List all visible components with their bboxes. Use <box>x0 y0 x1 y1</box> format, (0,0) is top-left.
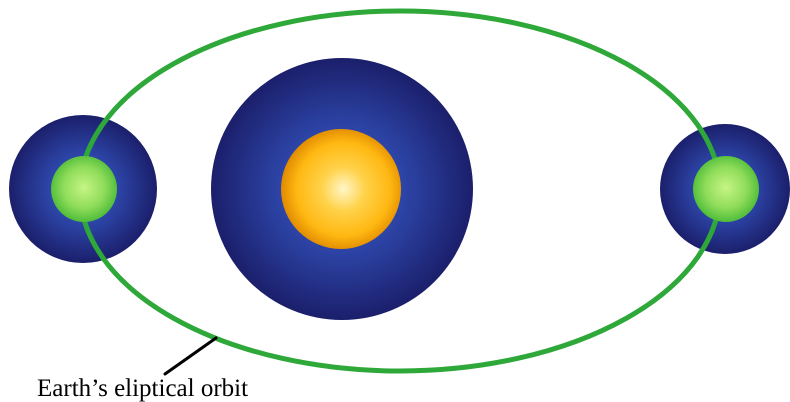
earth-left <box>51 156 117 222</box>
sun <box>281 129 401 249</box>
orbit-caption: Earth’s eliptical orbit <box>37 375 248 402</box>
caption-pointer-line <box>165 338 216 374</box>
earth-right <box>693 156 759 222</box>
